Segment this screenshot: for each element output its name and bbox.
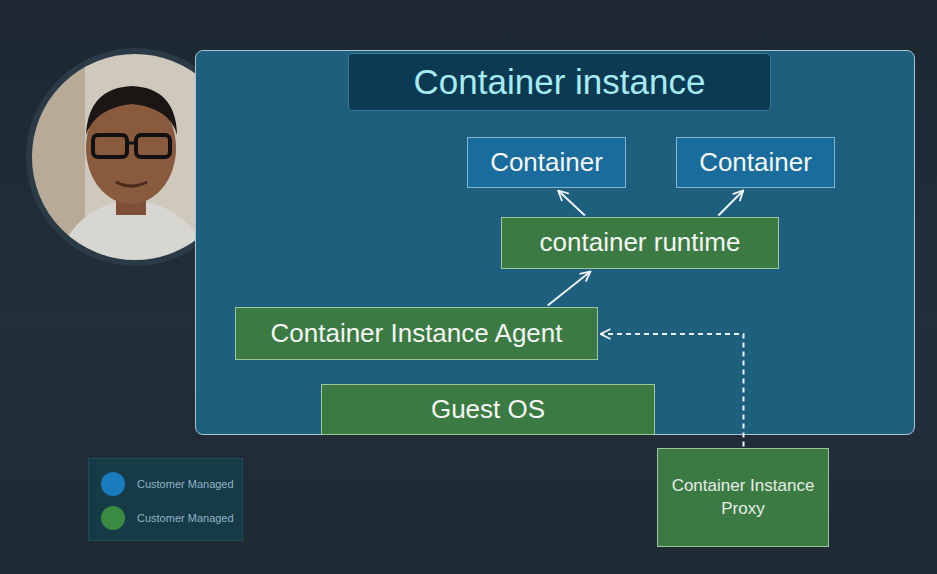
connector-arrow bbox=[547, 271, 590, 305]
container-instance-panel: Container instanceContainer Container cont… bbox=[195, 50, 915, 435]
legend-label: Customer Managed bbox=[137, 478, 234, 490]
node-label: Guest OS bbox=[431, 395, 545, 425]
legend-label: Customer Managed bbox=[137, 512, 234, 524]
node-label: Container bbox=[699, 148, 812, 178]
legend-swatch bbox=[101, 472, 125, 496]
presenter-mouth bbox=[116, 182, 147, 186]
proxy-box: Container Instance Proxy bbox=[657, 448, 829, 547]
agent-box: Container Instance Agent bbox=[235, 307, 598, 360]
presenter-hair bbox=[86, 86, 177, 135]
node-label: Container bbox=[490, 148, 603, 178]
node-label: Container Instance Agent bbox=[271, 319, 563, 349]
node-label: Container Instance Proxy bbox=[669, 475, 817, 521]
connector-arrow bbox=[558, 190, 585, 215]
legend-entry: Customer Managed bbox=[101, 467, 242, 501]
legend-box: Customer ManagedCustomer Managed bbox=[88, 458, 243, 541]
container-box: Container bbox=[467, 137, 626, 188]
presenter-glasses-left bbox=[93, 135, 127, 157]
legend-swatch bbox=[101, 506, 125, 530]
os-box: Guest OS bbox=[321, 384, 655, 435]
node-label: container runtime bbox=[540, 228, 741, 258]
panel-heading: Container instance bbox=[348, 53, 771, 111]
runtime-box: container runtime bbox=[501, 217, 779, 269]
presenter-glasses-bridge bbox=[127, 142, 136, 145]
connector-arrow bbox=[718, 190, 743, 215]
container-box: Container bbox=[676, 137, 835, 188]
legend-entry: Customer Managed bbox=[101, 501, 242, 535]
presenter-glasses-right bbox=[136, 135, 170, 157]
